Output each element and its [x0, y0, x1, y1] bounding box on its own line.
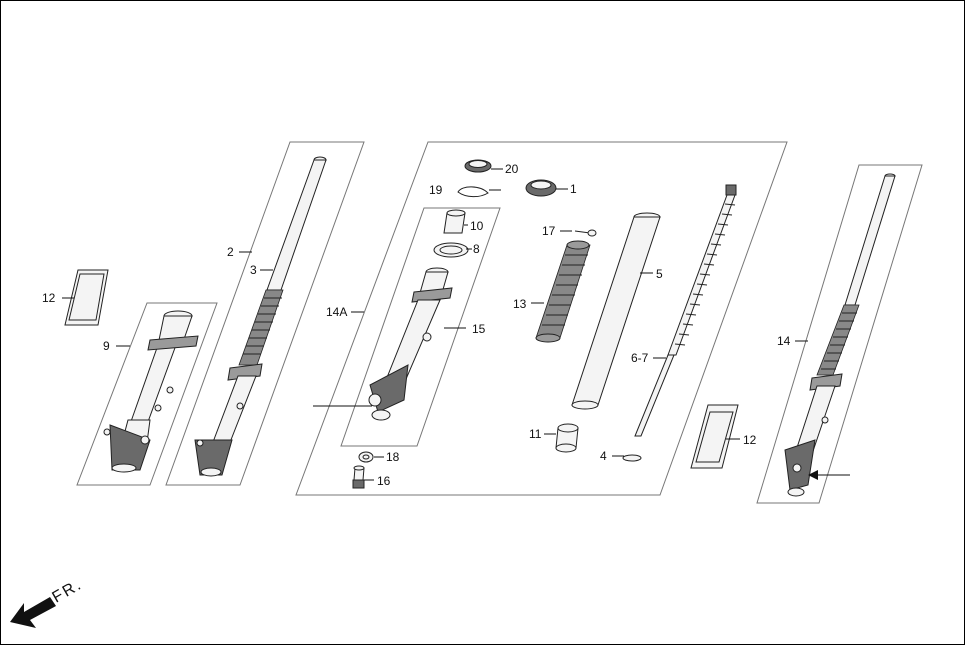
clip-part-19 — [457, 186, 489, 198]
callout-label-20: 20 — [505, 162, 519, 176]
callout-label-4: 4 — [600, 449, 607, 463]
fork-assembly-part-2 — [194, 156, 327, 477]
callout-label-18: 18 — [386, 450, 400, 464]
pointer-arrow-right-head — [808, 470, 818, 480]
front-direction-label: FR. — [50, 576, 86, 607]
bolt-part-16 — [352, 465, 365, 489]
callout-label-10: 10 — [470, 219, 484, 233]
damper-rod-part-6-7 — [634, 184, 737, 437]
group-box-fork-assembly — [165, 141, 365, 486]
group-box-fork-parts — [295, 141, 788, 496]
callout-label-16: 16 — [377, 474, 391, 488]
pin-part-17 — [574, 229, 597, 237]
callout-label-8: 8 — [473, 242, 480, 256]
seal-part-20 — [464, 159, 492, 173]
cover-part-12-left — [64, 269, 109, 326]
group-box-fork-lower — [76, 302, 218, 486]
callout-label-12-left: 12 — [42, 291, 56, 305]
callout-label-9: 9 — [103, 339, 110, 353]
callout-label-14: 14 — [777, 334, 791, 348]
group-box-fork-bottom — [340, 207, 501, 447]
group-box-fork-complete — [756, 164, 923, 504]
dust-boot-part-13 — [535, 240, 591, 343]
collar-part-11 — [555, 423, 579, 453]
callout-label-1: 1 — [570, 182, 577, 196]
callout-label-6-7: 6-7 — [631, 351, 649, 365]
washer-part-4 — [622, 454, 642, 462]
callout-label-13: 13 — [513, 297, 527, 311]
fork-bottom-case-part-15 — [368, 267, 453, 421]
bushing-part-10 — [443, 209, 466, 234]
cover-part-12-right — [690, 404, 739, 469]
fork-bellows-part-3-stack — [238, 289, 284, 366]
callout-label-3: 3 — [250, 263, 257, 277]
fork-assembly-part-14 — [784, 173, 896, 497]
washer-part-18 — [358, 451, 374, 463]
front-direction-arrow-icon — [10, 597, 56, 628]
callout-label-12-right: 12 — [743, 433, 757, 447]
callout-label-19: 19 — [429, 183, 443, 197]
callout-label-15: 15 — [472, 322, 486, 336]
oil-seal-part-1 — [525, 179, 557, 197]
callout-label-2: 2 — [227, 245, 234, 259]
callout-label-17: 17 — [542, 224, 556, 238]
washer-part-8 — [433, 242, 469, 258]
callout-label-11: 11 — [529, 427, 542, 441]
inner-tube-part-5 — [571, 212, 661, 410]
callout-label-5: 5 — [656, 267, 663, 281]
fork-lower-leg-part-9 — [103, 310, 199, 473]
callout-label-14a: 14A — [326, 305, 347, 319]
